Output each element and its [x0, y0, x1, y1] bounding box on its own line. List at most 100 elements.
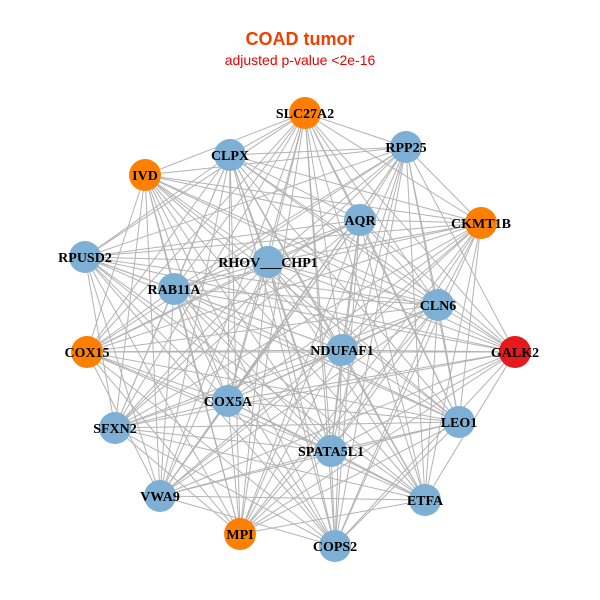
node-circle[interactable]	[129, 159, 161, 191]
node-circle[interactable]	[69, 241, 101, 273]
edge-ivd-leo1	[144, 174, 460, 423]
edge-cln6-cops2	[334, 304, 439, 547]
node-circle[interactable]	[224, 518, 256, 550]
edge-spata5l1-mpi	[239, 450, 332, 535]
edge-ivd-cln6	[144, 174, 439, 306]
node-slc27a2[interactable]: SLC27A2	[276, 97, 334, 129]
node-circle[interactable]	[158, 273, 190, 305]
edge-slc27a2-rpp25	[304, 112, 407, 148]
node-sfxn2[interactable]: SFXN2	[93, 412, 137, 444]
node-circle[interactable]	[409, 484, 441, 516]
node-clpx[interactable]: CLPX	[211, 139, 249, 171]
node-galk2[interactable]: GALK2	[491, 336, 539, 368]
node-circle[interactable]	[252, 246, 284, 278]
edge-rpusd2-mpi	[84, 256, 241, 535]
edge-rab11a-sfxn2	[114, 288, 175, 429]
chart-subtitle: adjusted p-value <2e-16	[224, 52, 376, 68]
edge-leo1-mpi	[239, 421, 460, 535]
edge-spata5l1-vwa9	[159, 450, 332, 497]
node-circle[interactable]	[289, 97, 321, 129]
edge-slc27a2-sfxn2	[114, 112, 306, 429]
edge-vwa9-etfa	[159, 495, 426, 501]
edge-cln6-etfa	[424, 304, 439, 501]
node-label: SFXN2	[93, 422, 137, 437]
edge-ivd-ndufaf1	[144, 174, 343, 351]
edge-clpx-etfa	[229, 154, 426, 501]
node-rpp25[interactable]: RPP25	[385, 131, 427, 163]
edge-rab11a-vwa9	[159, 288, 175, 497]
node-cln6[interactable]: CLN6	[420, 289, 457, 321]
edge-ivd-aqr	[144, 174, 361, 221]
edge-galk2-sfxn2	[114, 351, 516, 429]
node-circle[interactable]	[71, 336, 103, 368]
node-label: COX5A	[204, 395, 253, 410]
edge-rab11a-cox15	[86, 288, 175, 353]
edge-aqr-rpusd2	[84, 219, 361, 258]
edge-ndufaf1-leo1	[341, 349, 460, 423]
edge-rhov___chp1-galk2	[267, 261, 516, 353]
node-circle[interactable]	[315, 435, 347, 467]
edge-rhov___chp1-cln6	[267, 261, 439, 306]
node-circle[interactable]	[422, 289, 454, 321]
edge-spata5l1-etfa	[330, 450, 426, 501]
node-rpusd2[interactable]: RPUSD2	[58, 241, 112, 273]
node-circle[interactable]	[99, 412, 131, 444]
edge-rhov___chp1-ndufaf1	[267, 261, 343, 351]
node-circle[interactable]	[443, 406, 475, 438]
node-circle[interactable]	[214, 139, 246, 171]
node-circle[interactable]	[144, 480, 176, 512]
node-ivd[interactable]: IVD	[129, 159, 161, 191]
node-label: CKMT1B	[451, 217, 511, 232]
edge-ndufaf1-vwa9	[159, 349, 343, 497]
edge-sfxn2-cops2	[114, 427, 336, 547]
node-circle[interactable]	[326, 334, 358, 366]
node-label: ETFA	[407, 494, 444, 509]
node-ndufaf1[interactable]: NDUFAF1	[310, 334, 374, 366]
node-circle[interactable]	[212, 385, 244, 417]
node-etfa[interactable]: ETFA	[407, 484, 444, 516]
node-label: MPI	[226, 528, 253, 543]
edge-leo1-vwa9	[159, 421, 460, 497]
node-cox5a[interactable]: COX5A	[204, 385, 253, 417]
edge-ivd-galk2	[144, 174, 516, 353]
edge-ckmt1b-rab11a	[173, 222, 482, 290]
edge-ckmt1b-cox15	[86, 222, 482, 353]
node-circle[interactable]	[344, 204, 376, 236]
edge-rab11a-cox5a	[173, 288, 229, 402]
edge-ndufaf1-galk2	[341, 349, 516, 353]
edge-clpx-rpp25	[229, 146, 407, 156]
node-circle[interactable]	[390, 131, 422, 163]
node-rhov___chp1[interactable]: RHOV___CHP1	[218, 246, 318, 278]
edge-ckmt1b-sfxn2	[114, 222, 482, 429]
node-aqr[interactable]: AQR	[344, 204, 376, 236]
edge-ivd-rhov___chp1	[144, 174, 269, 263]
node-cox15[interactable]: COX15	[64, 336, 110, 368]
node-label: IVD	[132, 169, 158, 184]
edge-ndufaf1-spata5l1	[330, 349, 343, 452]
edge-aqr-ckmt1b	[359, 219, 482, 224]
edge-sfxn2-leo1	[114, 421, 460, 429]
node-vwa9[interactable]: VWA9	[140, 480, 180, 512]
edge-rpp25-rhov___chp1	[267, 146, 407, 263]
node-label: AQR	[344, 214, 376, 229]
node-circle[interactable]	[319, 530, 351, 562]
edge-clpx-rpusd2	[84, 154, 231, 258]
node-mpi[interactable]: MPI	[224, 518, 256, 550]
node-circle[interactable]	[465, 207, 497, 239]
node-leo1[interactable]: LEO1	[441, 406, 478, 438]
edge-rpp25-rab11a	[173, 146, 407, 290]
node-circle[interactable]	[499, 336, 531, 368]
edge-rhov___chp1-rab11a	[173, 261, 269, 290]
node-spata5l1[interactable]: SPATA5L1	[298, 435, 364, 467]
node-ckmt1b[interactable]: CKMT1B	[451, 207, 511, 239]
edge-aqr-etfa	[359, 219, 426, 501]
node-rab11a[interactable]: RAB11A	[148, 273, 202, 305]
chart-title: COAD tumor	[245, 29, 355, 49]
edge-rab11a-leo1	[173, 288, 460, 423]
edge-sfxn2-mpi	[114, 427, 241, 535]
node-cops2[interactable]: COPS2	[313, 530, 357, 562]
edge-cox15-spata5l1	[86, 351, 332, 452]
edge-ckmt1b-cops2	[334, 222, 482, 547]
